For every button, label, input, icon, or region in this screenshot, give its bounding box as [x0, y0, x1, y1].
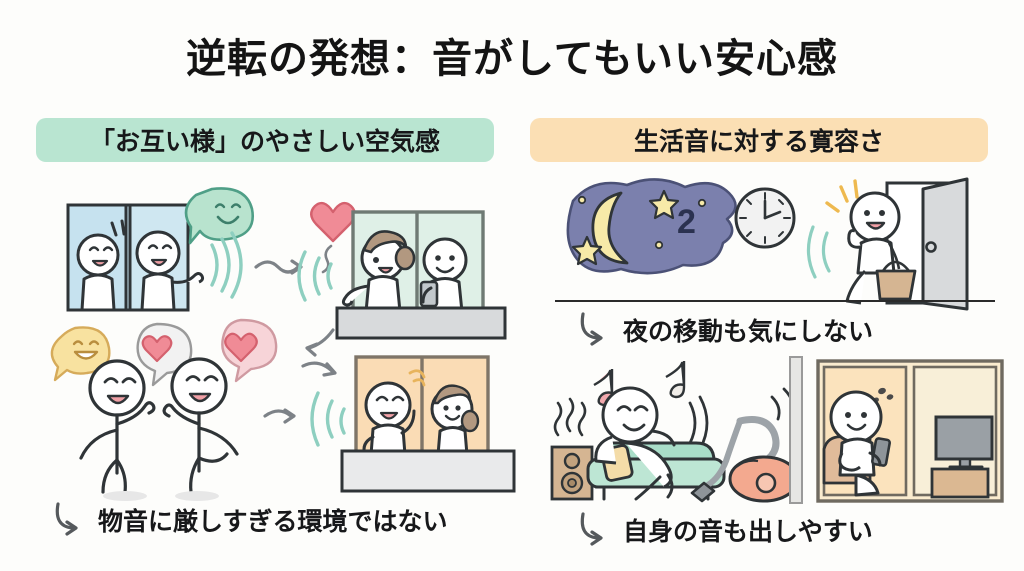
- star-icon: [571, 235, 603, 266]
- dot-icon: [697, 198, 707, 208]
- vacuum-cleaner-salmon: [690, 416, 800, 503]
- right-column: 2: [520, 170, 1020, 570]
- scene-person-entering-door-at-night: [805, 175, 1010, 311]
- tv-stand-tan: [930, 467, 990, 499]
- star-icon: [648, 189, 680, 220]
- wall-divider: [789, 356, 803, 504]
- motion-lines: [110, 219, 126, 237]
- curved-arrow-icon: [580, 312, 603, 346]
- sound-wave-green: [210, 231, 243, 299]
- female-figure-waving: [341, 230, 416, 314]
- male-figure-with-phone: [419, 237, 468, 314]
- curved-arrow-icon: [55, 502, 78, 536]
- scene-neighbors-greeting-window: [60, 185, 310, 330]
- crescent-moon-icon: [591, 191, 629, 265]
- female-figure: [430, 384, 480, 457]
- scene-balcony-neighbors-friendly: [295, 180, 520, 340]
- caption-right-night: 夜の移動も気にしない: [575, 310, 873, 350]
- scene-two-people-dancing: [45, 318, 310, 505]
- speech-bubble-smiley-yellow: [50, 326, 111, 382]
- banner-left-label: 「お互い様」のやさしい空気感: [89, 128, 440, 156]
- banner-left-mutual-consideration: 「お互い様」のやさしい空気感: [36, 118, 494, 162]
- shadow: [103, 491, 147, 501]
- clock-icon: [734, 187, 796, 249]
- banner-right-label: 生活音に対する寛容さ: [633, 128, 884, 156]
- sparkle-lines-yellow: [825, 179, 859, 213]
- scene-wall-clock: [732, 185, 798, 251]
- connector-arrows-left: [263, 320, 395, 430]
- ground-line-top: [555, 300, 995, 302]
- sound-wave-green: [297, 250, 333, 302]
- shoulder-bag-tan: [875, 242, 917, 301]
- balcony-wall-gray: [340, 449, 516, 493]
- heart-pink: [310, 201, 356, 274]
- stick-figure-smiling: [76, 233, 120, 312]
- sound-wave-green: [310, 391, 346, 447]
- stick-figure-walking: [845, 191, 917, 305]
- scene-night-blob-with-moon: 2: [545, 175, 795, 300]
- banner-right-noise-tolerance: 生活音に対する寛容さ: [530, 118, 988, 162]
- scene-person-on-couch-with-phone: [789, 355, 1015, 505]
- page-title: 逆転の発想：音がしてもいい安心感: [186, 37, 838, 81]
- shadow: [175, 491, 219, 501]
- caption-left: 物音に厳しすぎる環境ではない: [50, 500, 448, 540]
- scene-balcony-window-warm: [310, 345, 525, 500]
- speaker-brown: [550, 445, 594, 501]
- stick-figure-waving: [135, 230, 205, 312]
- caption-right-own-sounds-text: 自身の音も出しやすい: [623, 518, 873, 546]
- stick-figure-relaxing: [594, 386, 676, 501]
- night-hour-label: 2: [677, 203, 696, 241]
- caption-right-own-sounds: 自身の音も出しやすい: [575, 510, 873, 550]
- stick-figure-dancing: [162, 357, 239, 501]
- heat-wave-lines: [553, 397, 587, 437]
- music-note-icon: [665, 361, 686, 399]
- caption-right-night-text: 夜の移動も気にしない: [623, 318, 874, 346]
- stick-figure-with-phone: [829, 390, 891, 497]
- sound-dots: [873, 387, 894, 403]
- sound-wave-green: [806, 225, 831, 279]
- scene-person-relaxing-on-sofa: [540, 355, 800, 505]
- speech-bubble-heart-pink: [221, 318, 278, 383]
- stick-figure-waving: [362, 369, 426, 457]
- stick-figure-dancing: [79, 359, 156, 501]
- dot-icon: [654, 240, 664, 250]
- left-column: 物音に厳しすぎる環境ではない: [20, 170, 520, 570]
- speech-bubble-smiley-green: [184, 187, 255, 245]
- caption-left-text: 物音に厳しすぎる環境ではない: [98, 508, 448, 536]
- tv-gray: [934, 415, 994, 469]
- balcony-wall-gray: [335, 306, 507, 340]
- curved-arrow-icon: [580, 512, 603, 546]
- dot-icon: [577, 195, 587, 205]
